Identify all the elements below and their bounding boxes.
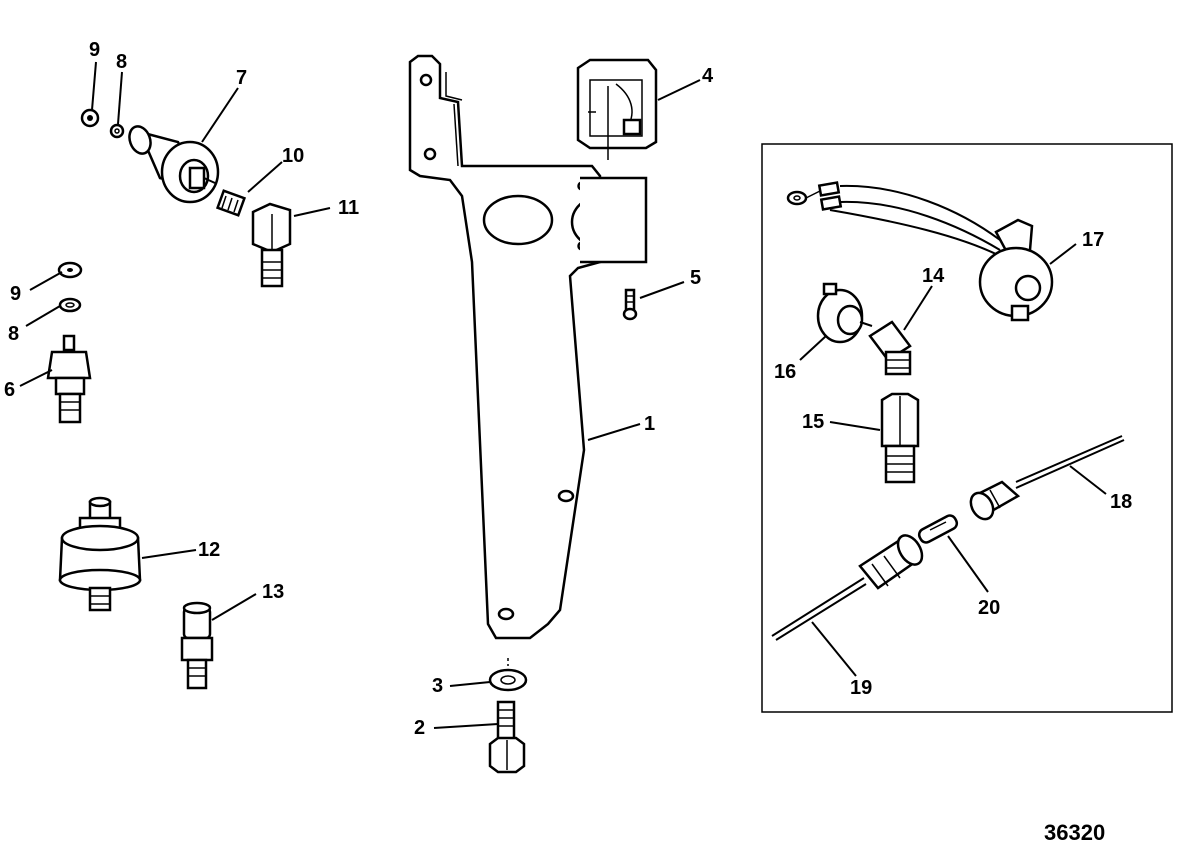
callout-9-lower: 9 — [10, 283, 21, 305]
part-10-fitting — [215, 189, 247, 217]
callout-11: 11 — [338, 197, 359, 219]
part-4-cap — [576, 58, 658, 160]
callout-19: 19 — [850, 677, 872, 699]
callout-12: 12 — [198, 539, 220, 561]
part-8-washer-lower — [58, 297, 82, 313]
part-12-switch — [58, 496, 142, 612]
callout-7: 7 — [236, 67, 247, 89]
callout-8-lower: 8 — [8, 323, 19, 345]
part-6-sender — [46, 334, 92, 424]
callout-20: 20 — [978, 597, 1000, 619]
part-20-fuse — [917, 514, 959, 544]
callout-5: 5 — [690, 267, 701, 289]
callout-9-top: 9 — [89, 39, 100, 61]
part-18-wire-connector — [969, 435, 1125, 521]
callout-3: 3 — [432, 675, 443, 697]
callout-16: 16 — [774, 361, 796, 383]
part-13-fitting — [180, 601, 214, 690]
part-15-adapter — [880, 392, 920, 484]
part-14-elbow — [868, 320, 912, 376]
part-7-sender — [128, 125, 220, 204]
callout-8-top: 8 — [116, 51, 127, 73]
part-9-nut-lower — [57, 261, 83, 279]
callout-6: 6 — [4, 379, 15, 401]
part-16-sender — [816, 282, 873, 344]
part-19-wire-connector — [771, 534, 924, 641]
part-8-washer-top — [109, 123, 125, 139]
callout-18: 18 — [1110, 491, 1132, 513]
callout-4: 4 — [702, 65, 714, 87]
part-11-adapter — [251, 202, 292, 288]
callout-14: 14 — [922, 265, 945, 287]
callout-10: 10 — [282, 145, 304, 167]
kit-inset-box — [761, 143, 1173, 713]
callout-13: 13 — [262, 581, 284, 603]
callout-15: 15 — [802, 411, 824, 433]
callout-1: 1 — [644, 413, 655, 435]
leader-lines — [19, 61, 1107, 729]
callout-17: 17 — [1082, 229, 1104, 251]
part-9-nut-top — [80, 108, 100, 128]
part-2-bolt — [488, 700, 526, 774]
callout-2: 2 — [414, 717, 425, 739]
part-17-sender-harness — [786, 181, 1054, 322]
part-1-bracket — [408, 54, 648, 640]
part-5-screw — [622, 288, 638, 321]
part-3-washer — [488, 658, 528, 692]
figure-number: 36320 — [1044, 820, 1105, 844]
